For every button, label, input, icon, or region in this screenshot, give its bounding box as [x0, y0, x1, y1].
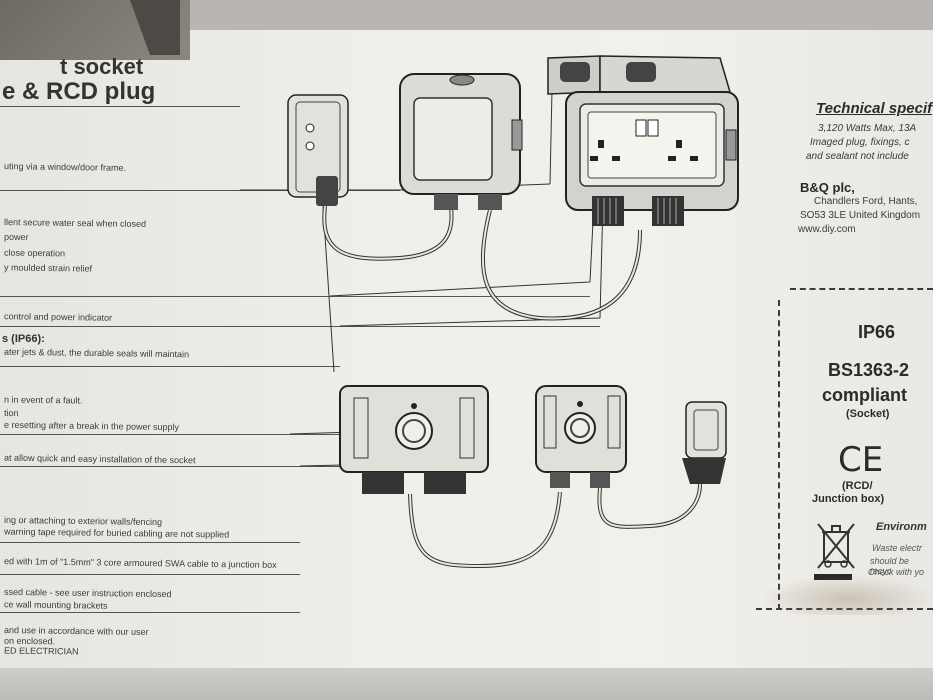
junction-note: Junction box): [812, 493, 885, 505]
divider: [0, 542, 300, 543]
company-website: www.diy.com: [798, 224, 856, 235]
surface-below: [0, 668, 933, 700]
crossed-bin-icon: [817, 523, 855, 569]
rcd-plug-illustration: [287, 94, 454, 261]
dashed-border-bottom: [756, 608, 933, 610]
socket-rear-illustration: [339, 385, 562, 569]
company-address-line: Chandlers Ford, Hants,: [814, 196, 918, 207]
junction-box-illustration: [399, 73, 642, 321]
ce-mark-icon: CE: [838, 440, 884, 480]
environment-title: Environm: [876, 521, 927, 533]
environment-line: should be recyc: [870, 556, 910, 576]
dashed-border-left: [778, 300, 780, 610]
socket-note: (Socket): [846, 408, 890, 420]
divider: [0, 296, 590, 297]
double-socket-illustration: [547, 55, 739, 226]
tech-spec-title: Technical specif: [816, 100, 933, 117]
title-underline: [0, 106, 240, 107]
divider: [0, 366, 340, 367]
environment-line: Check with yo: [868, 567, 925, 577]
dirt-smudge: [760, 575, 933, 615]
weee-bar: [814, 574, 852, 580]
divider: [0, 612, 300, 613]
rcd-note: (RCD/: [842, 480, 873, 492]
tech-spec-line: and sealant not include: [806, 151, 909, 162]
product-title-line2: e & RCD plug: [2, 78, 156, 105]
tech-spec-line: 3,120 Watts Max, 13A: [818, 123, 917, 134]
compliant-label: compliant: [822, 385, 908, 405]
standard-label: BS1363-2: [828, 360, 910, 380]
environment-line: Waste electr: [872, 543, 922, 553]
divider: [0, 434, 350, 435]
product-title-line1: t socket: [60, 54, 144, 79]
tech-spec-line: Imaged plug, fixings, c: [810, 137, 910, 148]
company-address-line: SO53 3LE United Kingdom: [800, 210, 921, 221]
divider: [0, 574, 300, 575]
rcd-plug-small-illustration: [682, 401, 727, 484]
divider: [0, 326, 600, 327]
ip-rating: IP66: [858, 322, 896, 342]
divider: [0, 466, 360, 467]
company-name: B&Q plc,: [800, 180, 855, 195]
divider: [0, 190, 400, 191]
ip-heading: s (IP66):: [2, 333, 45, 345]
junction-box-rear-illustration: [535, 385, 702, 529]
dashed-border-top: [790, 288, 933, 290]
